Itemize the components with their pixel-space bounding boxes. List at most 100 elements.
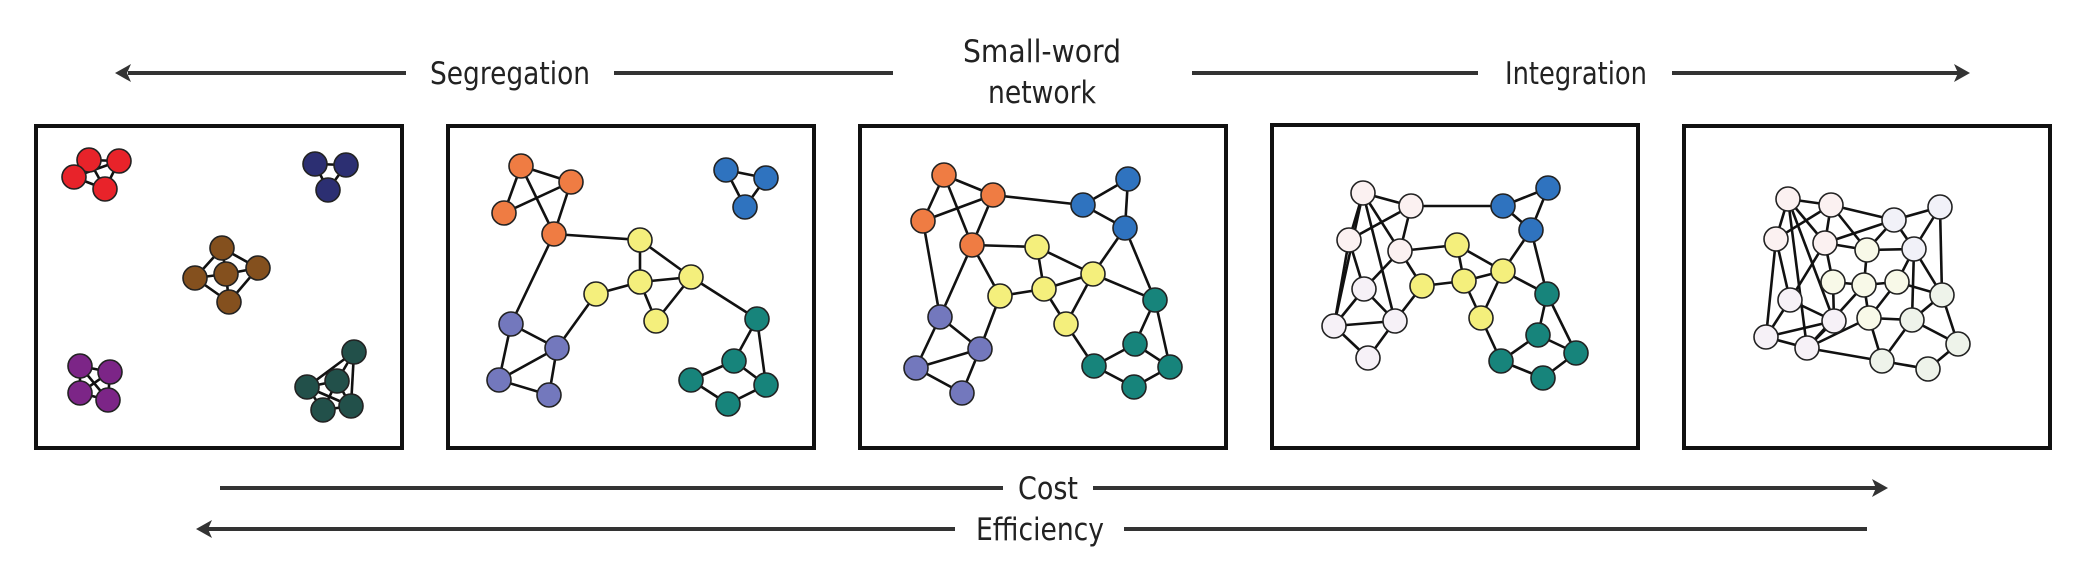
node-yellow-y4 (583, 281, 609, 307)
node-yellowwhite-d2 (1820, 269, 1846, 295)
node-teal-t1 (1142, 287, 1168, 313)
edge-o4-l1 (938, 244, 974, 318)
node-blue-bl2 (1490, 193, 1516, 219)
node-teal-t5 (715, 391, 741, 417)
edge-y3-t1 (690, 275, 758, 321)
node-pinkwhite-w3 (1336, 227, 1362, 253)
node-yellow-y1 (627, 227, 653, 253)
segregation-label: Segregation (430, 56, 590, 92)
node-lilacwhite-e1 (1777, 287, 1803, 313)
node-blue-bl3 (1112, 215, 1138, 241)
node-teal-t3 (678, 367, 704, 393)
efficiency-arrow-head-icon (196, 520, 212, 538)
node-lilacwhite-w5 (1351, 276, 1377, 302)
node-yellow-y1 (1444, 232, 1470, 258)
node-purple-p4 (95, 387, 121, 413)
node-lavender-l3 (486, 367, 512, 393)
node-yellow-y3 (1451, 268, 1477, 294)
node-red-r3 (61, 164, 87, 190)
node-blue-bl3 (732, 194, 758, 220)
cost-arrow-head-icon (1872, 479, 1888, 497)
top-axis: Segregation Small-word network Integrati… (115, 34, 1970, 111)
node-teal-t4 (1157, 354, 1183, 380)
node-purple-p2 (97, 359, 123, 385)
node-teal-t1 (744, 306, 770, 332)
node-pinkwhite-a2 (1818, 192, 1844, 218)
node-pinkwhite-w2 (1398, 193, 1424, 219)
network-segregated (61, 147, 367, 423)
node-orange-o4 (541, 221, 567, 247)
node-lilacwhite-w8 (1355, 345, 1381, 371)
network-integrated (1753, 186, 1971, 382)
small-world-label-line2: network (988, 75, 1096, 111)
node-lavender-l2 (967, 336, 993, 362)
node-blue-bl2 (1070, 192, 1096, 218)
node-orange-o2 (980, 182, 1006, 208)
node-lavender-l1 (927, 304, 953, 330)
node-greenwhite-f2 (1899, 307, 1925, 333)
networks (61, 147, 1971, 423)
node-pinkwhite-w4 (1387, 238, 1413, 264)
node-teal-t3 (1081, 353, 1107, 379)
edge-w1-w7 (1361, 192, 1397, 322)
edge-o2-bl2 (992, 193, 1084, 207)
node-darkgreen-g1 (341, 339, 367, 365)
node-yellow-y4 (1409, 273, 1435, 299)
small-world-label-line1: Small-word (963, 34, 1121, 70)
node-yellow-y5 (1053, 311, 1079, 337)
edge-o3-l1 (921, 220, 942, 318)
node-teal-t2 (721, 348, 747, 374)
node-lilacwhite-e2 (1821, 308, 1847, 334)
node-greenwhite-f1 (1929, 282, 1955, 308)
node-brown-b1 (209, 235, 235, 261)
node-lilacwhite-e3 (1753, 324, 1779, 350)
edge-bl3-t1 (1123, 227, 1157, 301)
node-blue-bl1 (1535, 175, 1561, 201)
node-yellow-y3 (1031, 276, 1057, 302)
node-yellowwhite-d5 (1856, 305, 1882, 331)
node-darkgreen-g5 (338, 393, 364, 419)
node-greywhite-c3 (1901, 236, 1927, 262)
node-lavender-l4 (949, 380, 975, 406)
node-greywhite-c1 (1881, 207, 1907, 233)
node-yellowwhite-d4 (1884, 269, 1910, 295)
node-navy-n1 (302, 151, 328, 177)
node-blue-bl2 (753, 165, 779, 191)
node-teal-t5 (1121, 374, 1147, 400)
node-brown-b4 (245, 255, 271, 281)
node-darkgreen-g4 (310, 397, 336, 423)
network-small-world (903, 162, 1183, 406)
node-orange-o4 (959, 232, 985, 258)
node-yellow-y5 (1468, 305, 1494, 331)
node-red-r1 (76, 147, 102, 173)
node-lavender-l2 (544, 335, 570, 361)
node-blue-bl1 (713, 157, 739, 183)
edge-a1-e2 (1786, 198, 1836, 322)
cost-label: Cost (1018, 471, 1078, 507)
node-greenwhite-f3 (1945, 331, 1971, 357)
edge-c2-f1 (1938, 206, 1944, 296)
node-lilacwhite-w6 (1321, 313, 1347, 339)
edge-a1-e4 (1786, 198, 1809, 349)
node-blue-bl3 (1518, 217, 1544, 243)
node-yellow-y5 (643, 308, 669, 334)
node-red-r2 (106, 148, 132, 174)
bottom-axes: Cost Efficiency (196, 471, 1888, 548)
node-pinkwhite-a4 (1812, 230, 1838, 256)
node-teal-t1 (1534, 281, 1560, 307)
node-purple-p1 (67, 353, 93, 379)
node-darkgreen-g2 (294, 374, 320, 400)
node-yellow-y4 (987, 283, 1013, 309)
node-lilacwhite-w7 (1382, 308, 1408, 334)
efficiency-label: Efficiency (976, 512, 1104, 548)
node-brown-b5 (216, 289, 242, 315)
edge-o4-y1 (553, 232, 641, 242)
node-lilacwhite-e4 (1794, 335, 1820, 361)
node-yellow-y1 (1024, 234, 1050, 260)
panel-frames (34, 123, 2052, 450)
node-brown-b2 (182, 265, 208, 291)
integration-label: Integration (1505, 56, 1647, 92)
node-blue-bl1 (1115, 166, 1141, 192)
network-partially-segregated (486, 153, 779, 417)
